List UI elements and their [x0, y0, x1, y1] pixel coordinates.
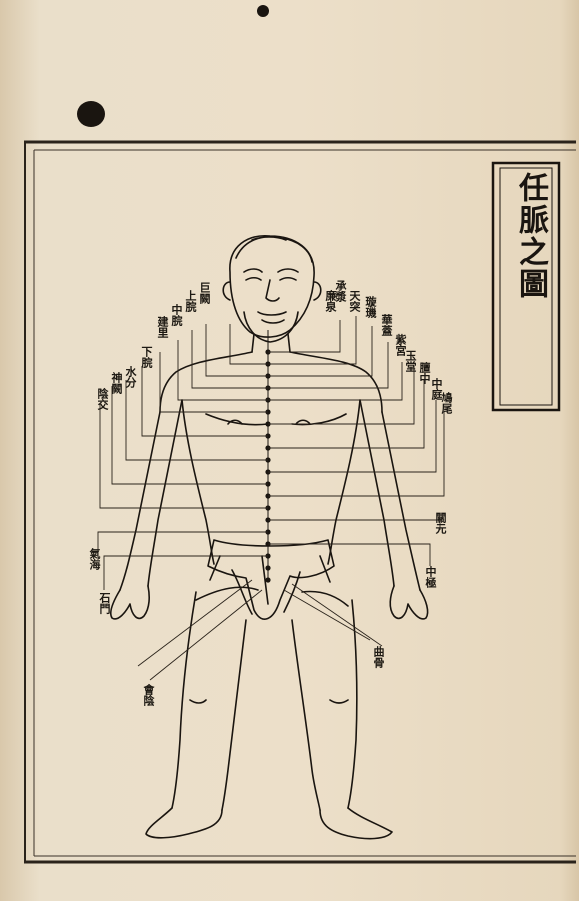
arm-right-inner: [360, 400, 394, 586]
sash: [196, 587, 348, 606]
torso-right: [328, 400, 360, 564]
label-yutang: 玉堂: [404, 350, 416, 372]
hand-left: [111, 586, 149, 619]
nose: [266, 280, 279, 301]
torso-left: [182, 400, 214, 564]
mouth: [258, 312, 286, 323]
label-tiantu: 天突: [348, 290, 360, 312]
ear-left: [223, 282, 230, 300]
knees: [190, 700, 348, 703]
eyes: [246, 278, 296, 280]
label-juque: 巨闕: [198, 282, 210, 304]
ink-spot-top: [257, 5, 269, 17]
ear-right: [314, 282, 321, 300]
label-huiyin: 會陰: [142, 684, 154, 706]
label-xuanji: 璇璣: [364, 296, 376, 318]
head-outline: [230, 236, 314, 337]
label-jiuwei: 鳩尾: [440, 392, 452, 414]
label-zhongwan: 中脘: [170, 304, 182, 326]
chest-line: [206, 414, 346, 425]
label-jianli: 建里: [156, 316, 168, 338]
loincloth: [208, 540, 334, 619]
label-huagai: 華蓋: [380, 314, 392, 336]
label-zhongji: 中極: [424, 566, 436, 588]
foot-left: [146, 808, 222, 838]
label-shimen: 石門: [98, 592, 110, 614]
label-qugu: 曲骨: [372, 646, 384, 668]
arm-right-outer: [382, 412, 420, 590]
brows: [244, 269, 298, 272]
hand-right: [390, 586, 427, 619]
page-title: 任脈之圖: [512, 172, 552, 300]
leg-left-inner: [222, 620, 246, 810]
shoulders: [160, 352, 382, 412]
foot-right: [320, 808, 392, 839]
label-lianquan: 廉泉: [324, 290, 336, 312]
loincloth-folds: [210, 556, 330, 614]
label-yinjiao: 陰交: [96, 388, 108, 410]
label-shangwan: 上脘: [184, 290, 196, 312]
label-guanyuan: 關元: [434, 512, 446, 534]
label-shuifen: 水分: [124, 366, 136, 388]
ink-spot-left: [77, 101, 105, 127]
leg-right-inner: [292, 620, 320, 810]
label-shenque: 神闕: [110, 372, 122, 394]
bleed-column-1: [44, 150, 68, 280]
label-xiawan: 下脘: [140, 346, 152, 368]
hair-topknot: [236, 237, 312, 262]
label-shanzhong: 膻中: [418, 362, 430, 384]
label-qihai: 氣海: [88, 548, 100, 570]
arm-left-inner: [148, 400, 182, 586]
leader-lines: [98, 316, 444, 680]
